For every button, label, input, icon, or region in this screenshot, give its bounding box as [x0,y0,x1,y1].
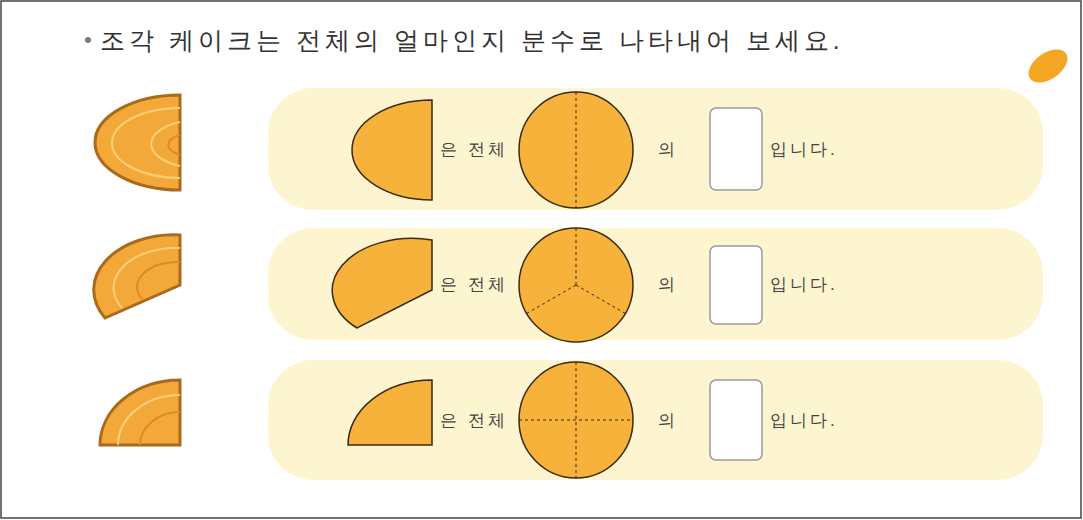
dashed-divider [527,228,626,314]
band [268,88,1043,210]
band [268,360,1043,480]
sentence-end: 입니다. [770,409,838,432]
band [268,228,1043,340]
answer-box [710,380,762,460]
whole-circle [519,362,633,478]
cake-half [95,95,180,190]
whole-circle [519,228,633,342]
sentence-end: 입니다. [770,138,838,161]
piece-third [332,238,432,328]
whole-circle [519,92,633,208]
sentence-end: 입니다. [770,273,838,296]
sentence-part: 은 전체 [440,138,508,161]
sentence-band: 은 전체 의 입니다. [268,360,1043,480]
leaf-decoration [1023,43,1074,90]
sentence-part: 의 [658,409,678,432]
sentence-part: 의 [658,273,678,296]
dashed-divider [576,92,577,208]
piece-quarter [348,380,432,445]
sentence-band: 은 전체 의 입니다. [268,228,1043,340]
cake-quarter [100,380,180,445]
piece-half [352,100,432,200]
sentence-part: 의 [658,138,678,161]
answer-box [710,246,762,324]
answer-box [710,108,762,190]
instruction-title: 조각 케이크는 전체의 얼마인지 분수로 나타내어 보세요. [100,24,844,57]
cake-third [94,235,180,318]
dashed-divider [519,362,633,478]
sentence-band: 은 전체 의 입니다. [268,88,1043,210]
bullet [85,37,91,43]
sentence-part: 은 전체 [440,273,508,296]
sentence-part: 은 전체 [440,409,508,432]
